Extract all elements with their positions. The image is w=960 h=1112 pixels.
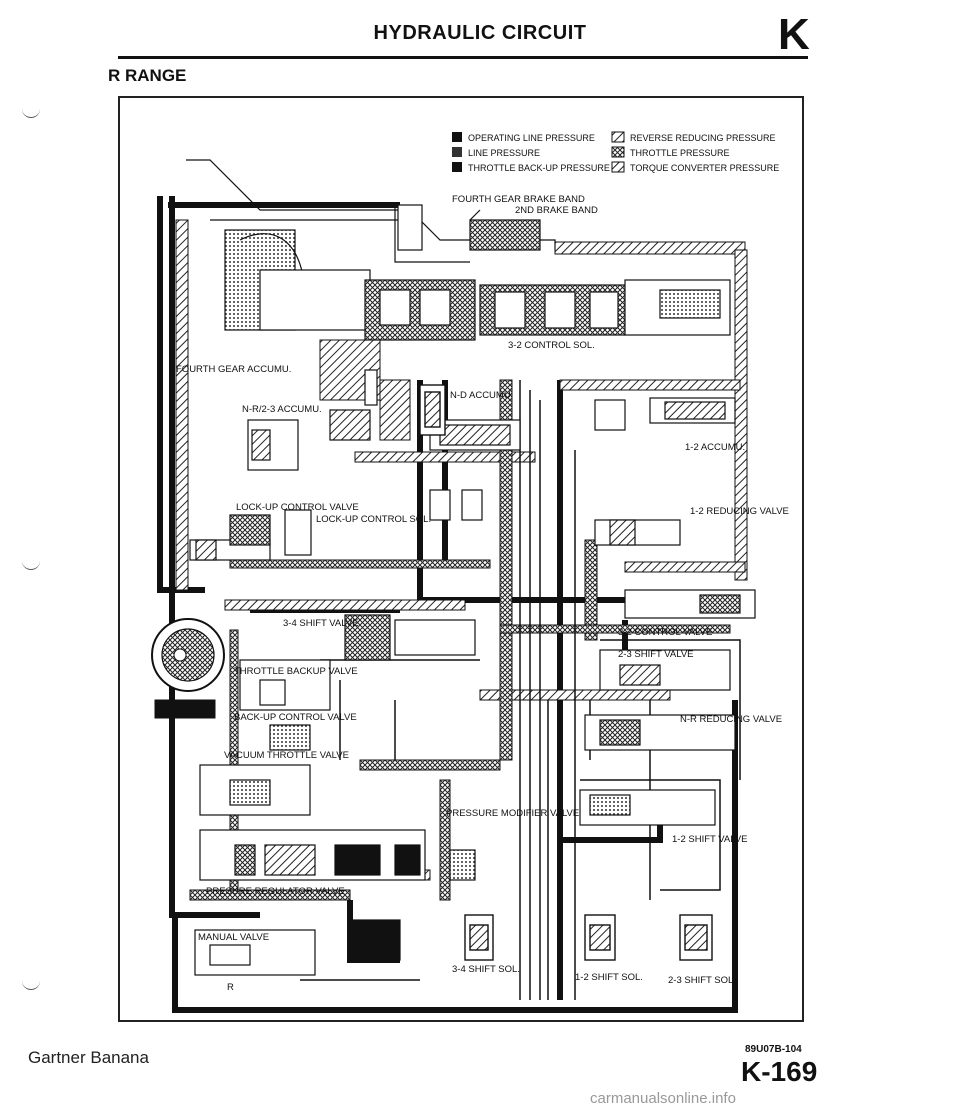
label-1-2-shift-sol: 1-2 SHIFT SOL. [575, 972, 643, 983]
label-1-2-reducing-valve: 1-2 REDUCING VALVE [690, 506, 789, 517]
operating-pressure-lines [250, 380, 741, 1000]
label-3-2-control-sol: 3-2 CONTROL SOL. [508, 340, 595, 351]
label-3-4-shift-sol: 3-4 SHIFT SOL. [452, 964, 520, 975]
label-manual-r: R [227, 982, 234, 993]
label-backup-control-valve: BACK-UP CONTROL VALVE [234, 712, 357, 723]
legend-label: TORQUE CONVERTER PRESSURE [630, 163, 779, 173]
valve-bodies [189, 509, 756, 976]
label-2-3-shift-sol: 2-3 SHIFT SOL. [668, 975, 736, 986]
legend-swatch [452, 147, 462, 157]
label-pressure-regulator-valve: PRESURE REGULATOR VALVE [206, 886, 345, 897]
legend-label: THROTTLE BACK-UP PRESSURE [468, 163, 610, 173]
label-n-d-accumu: N-D ACCUMU. [450, 390, 513, 401]
label-2-3-shift-valve: 2-3 SHIFT VALVE [618, 649, 694, 660]
label-3-4-shift-valve: 3-4 SHIFT VALVE [283, 618, 359, 629]
header-rule [118, 56, 808, 59]
legend-label: REVERSE REDUCING PRESSURE [630, 133, 776, 143]
label-1-2-accumu: 1-2 ACCUMU. [685, 442, 745, 453]
section-title: R RANGE [108, 66, 187, 85]
label-fourth-gear-band: FOURTH GEAR BRAKE BAND [452, 194, 585, 205]
legend-swatch [452, 132, 462, 142]
label-pressure-modifier-valve: PRESSURE MODIFIER VALVE [446, 808, 579, 819]
label-lockup-control-sol: LOCK-UP CONTROL SOL. [316, 514, 431, 525]
label-nr-reducing-valve: N-R REDUCING VALVE [680, 714, 782, 725]
label-n-r23-accumu: N-R/2-3 ACCUMU. [242, 404, 322, 415]
solenoids [419, 384, 713, 961]
legend-swatch [611, 146, 625, 158]
transmission-housing [186, 159, 731, 341]
label-2nd-brake-band: 2ND BRAKE BAND [515, 205, 598, 216]
label-fourth-gear-accumu: FOURTH GEAR ACCUMU. [176, 364, 291, 375]
figure-code: 89U07B-104 [745, 1044, 802, 1055]
label-throttle-backup-valve: THROTTLE BACKUP VALVE [234, 666, 358, 677]
accumulators [247, 369, 736, 521]
label-manual-valve: MANUAL VALVE [198, 932, 269, 943]
legend-swatch [452, 162, 462, 172]
margin-mark [22, 980, 40, 990]
legend-label: THROTTLE PRESSURE [630, 148, 730, 158]
watermark: carmanualsonline.info [590, 1090, 736, 1107]
reverse-reducing-passages [175, 219, 748, 881]
label-vacuum-throttle-valve: VACUUM THROTTLE VALVE [224, 750, 349, 761]
legend-label: LINE PRESSURE [468, 148, 540, 158]
component-labels: FOURTH GEAR BRAKE BAND 2ND BRAKE BAND 3-… [176, 194, 789, 993]
label-lockup-control-valve: LOCK-UP CONTROL VALVE [236, 502, 359, 513]
legend: OPERATING LINE PRESSURE LINE PRESSURE TH… [452, 131, 779, 173]
section-letter: K [778, 10, 810, 59]
throttle-pressure-passages [189, 379, 731, 901]
page-number: K-169 [741, 1056, 818, 1087]
oil-pump [151, 618, 225, 719]
legend-label: OPERATING LINE PRESSURE [468, 133, 595, 143]
margin-mark [22, 108, 40, 118]
label-1-2-shift-valve: 1-2 SHIFT VALVE [672, 834, 748, 845]
diagram-frame [118, 96, 804, 1022]
page-header-title: HYDRAULIC CIRCUIT [373, 22, 587, 44]
label-3-2-control-valve: 3-2 CONTROL VALVE [618, 627, 712, 638]
legend-swatch [611, 131, 625, 143]
footer-source: Gartner Banana [28, 1048, 149, 1067]
margin-mark [22, 560, 40, 570]
legend-swatch [611, 161, 625, 173]
